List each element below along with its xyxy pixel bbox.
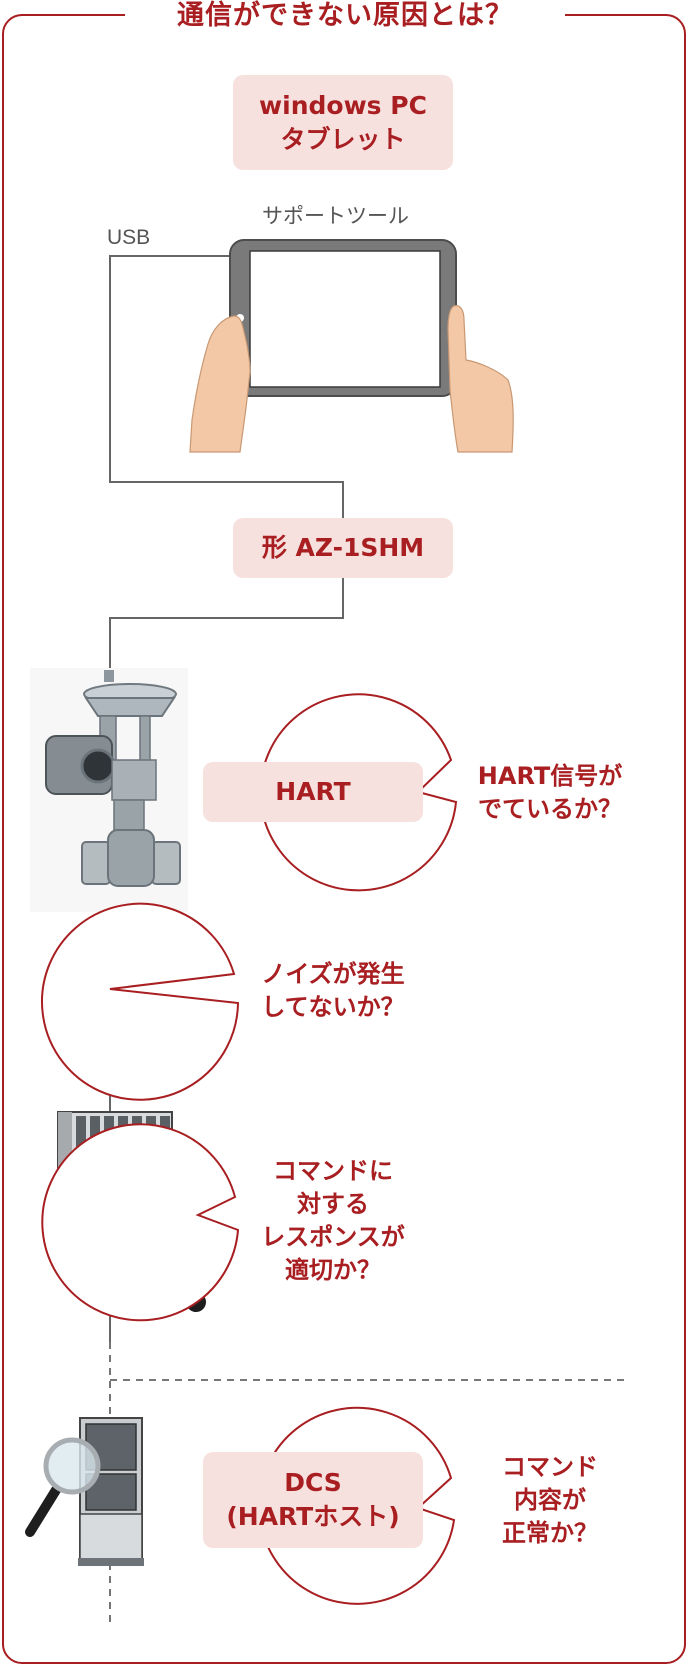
pc-box-line1: windows PC (259, 90, 427, 120)
dcs-box-line2: (HARTホスト) (226, 1502, 400, 1531)
bubble-noise-shape (41, 902, 240, 1101)
dcs-box: DCS (HARTホスト) (203, 1452, 423, 1548)
diagram-title: 通信ができない原因とは？ (125, 0, 565, 32)
pc-tablet-box: windows PC タブレット (233, 75, 453, 170)
bubble-command-line3: 正常か？ (502, 1518, 598, 1547)
device-to-valve-line (109, 578, 344, 668)
usb-label: USB (107, 226, 151, 249)
bubble-hart-signal-line1: HART信号が (477, 762, 623, 790)
bubble-noise: ノイズが発生 してないか？ (238, 916, 428, 1066)
device-model-box: 形 AZ-1SHM (233, 518, 453, 578)
bubble-command-line1: コマンド (502, 1452, 598, 1481)
support-tool-label: サポートツール (262, 205, 409, 228)
left-hand-icon (189, 315, 251, 453)
hart-box: HART (203, 762, 423, 822)
bubble-response-line3: レスポンスが (261, 1223, 405, 1251)
dcs-box-line1: DCS (284, 1468, 342, 1497)
control-valve-icon (30, 668, 188, 912)
bubble-response: コマンドに 対する レスポンスが 適切か？ (238, 1138, 428, 1304)
bubble-response-shape (41, 1123, 240, 1322)
usb-cable-line (109, 255, 344, 518)
bubble-noise-line2: してないか？ (261, 993, 405, 1021)
bubble-noise-line1: ノイズが発生 (261, 960, 405, 988)
bubble-command-line2: 内容が (514, 1485, 586, 1514)
bubble-hart-signal-line2: でているか？ (478, 795, 622, 823)
bubble-response-line2: 対する (297, 1190, 369, 1218)
bubble-response-line1: コマンドに (273, 1157, 393, 1185)
tablet-icon (229, 239, 457, 397)
right-hand-icon (447, 305, 514, 453)
pc-box-line2: タブレット (280, 124, 406, 154)
dcs-cabinet-icon (78, 1417, 144, 1566)
bubble-command: コマンド 内容が 正常か？ (455, 1425, 645, 1575)
bubble-hart-signal: HART信号が でているか？ (455, 718, 645, 868)
magnifier-small-icon (25, 1437, 101, 1537)
bubble-response-line4: 適切か？ (285, 1256, 381, 1284)
